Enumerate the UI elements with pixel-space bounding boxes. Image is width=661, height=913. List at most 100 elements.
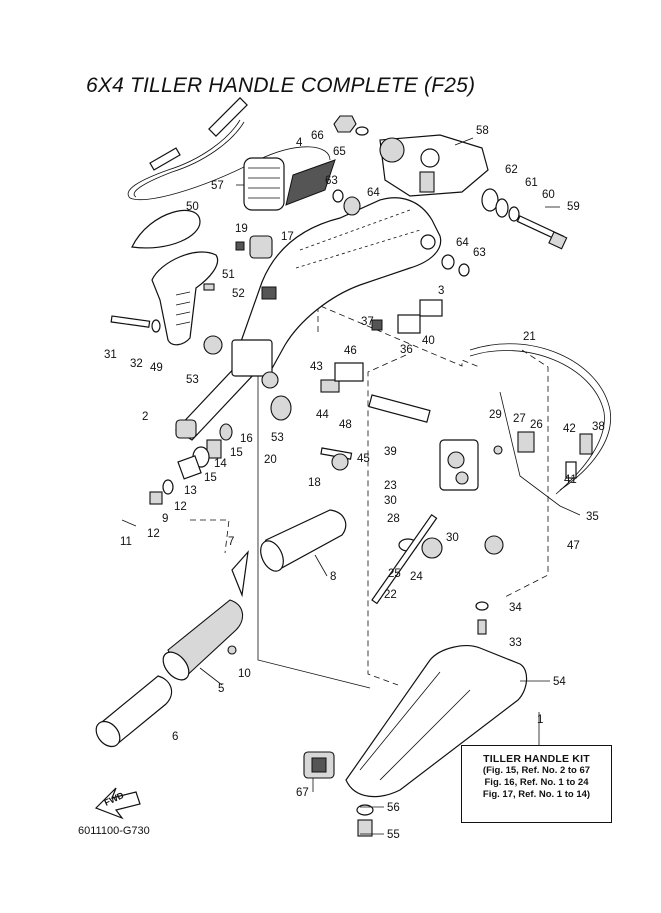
stay-plate xyxy=(368,394,431,423)
label-plate xyxy=(285,159,336,206)
handle-leader xyxy=(257,355,371,689)
washer xyxy=(458,263,470,277)
rubber-boot xyxy=(243,157,285,211)
callout: 61 xyxy=(525,177,538,189)
lower-case xyxy=(345,645,528,798)
callout: 9 xyxy=(162,513,168,525)
callout: 35 xyxy=(586,511,599,523)
callout: 27 xyxy=(513,413,526,425)
screw xyxy=(227,645,237,655)
callout: 53 xyxy=(186,374,199,386)
group-boundary-control xyxy=(367,354,407,686)
kit-line: Fig. 16, Ref. No. 1 to 24 xyxy=(484,777,589,788)
cable-guide xyxy=(231,550,249,598)
switch xyxy=(517,431,535,453)
washer xyxy=(441,254,455,270)
diagram-code: 6011100-G730 xyxy=(78,825,150,837)
callout: 55 xyxy=(387,829,400,841)
bolt xyxy=(477,619,487,635)
callout: 26 xyxy=(530,419,543,431)
switch-bracket xyxy=(334,362,364,382)
handle-cover xyxy=(131,209,201,249)
handle-housing xyxy=(151,251,219,346)
callout: 64 xyxy=(367,187,380,199)
friction-clamp xyxy=(249,235,273,259)
switch-block xyxy=(320,379,340,393)
bolt xyxy=(110,315,151,328)
callout: 15 xyxy=(230,447,243,459)
callout: 12 xyxy=(174,501,187,513)
callout: 21 xyxy=(523,331,536,343)
callout: 19 xyxy=(235,223,248,235)
callout: 57 xyxy=(211,180,224,192)
callout: 58 xyxy=(476,125,489,137)
tiller-handle-kit-box: TILLER HANDLE KIT (Fig. 15, Ref. No. 2 t… xyxy=(461,745,612,823)
callout: 45 xyxy=(357,453,370,465)
wire-harness xyxy=(469,343,612,516)
knob xyxy=(331,453,349,471)
callout: 38 xyxy=(592,421,605,433)
connector xyxy=(579,433,593,455)
callout: 25 xyxy=(388,568,401,580)
callout: 65 xyxy=(333,146,346,158)
plate xyxy=(261,286,277,300)
pivot-bolt-set xyxy=(481,188,568,250)
callout: 6 xyxy=(172,731,178,743)
callout: 47 xyxy=(567,540,580,552)
pin xyxy=(121,519,137,527)
callout: 3 xyxy=(438,285,444,297)
callout: 56 xyxy=(387,802,400,814)
callout: 49 xyxy=(150,362,163,374)
callout: 31 xyxy=(104,349,117,361)
callout: 10 xyxy=(238,668,251,680)
grip-sleeve xyxy=(260,509,347,572)
callout: 7 xyxy=(228,536,234,548)
callout: 52 xyxy=(232,288,245,300)
diagram-title: 6X4 TILLER HANDLE COMPLETE (F25) xyxy=(86,74,476,97)
callout: 63 xyxy=(473,247,486,259)
callout: 13 xyxy=(184,485,197,497)
callout: 67 xyxy=(296,787,309,799)
callout-labels: 1 2 3 4 5 6 7 8 9 10 11 12 12 13 14 15 1… xyxy=(104,125,605,841)
callout: 18 xyxy=(308,477,321,489)
nut xyxy=(149,491,163,505)
callout: 20 xyxy=(264,454,277,466)
leader-lines xyxy=(199,137,560,835)
callout: 64 xyxy=(456,237,469,249)
callout: 43 xyxy=(310,361,323,373)
washer xyxy=(332,189,344,203)
sleeve xyxy=(177,455,202,480)
kit-title: TILLER HANDLE KIT xyxy=(483,753,590,765)
washer xyxy=(475,601,489,611)
screw xyxy=(203,283,215,291)
callout: 48 xyxy=(339,419,352,431)
steering-bracket xyxy=(379,134,489,197)
knob xyxy=(421,537,443,559)
collar xyxy=(270,395,292,421)
callout: 36 xyxy=(400,344,413,356)
callout: 40 xyxy=(422,335,435,347)
friction-piece xyxy=(175,419,197,439)
callout: 54 xyxy=(553,676,566,688)
callout: 4 xyxy=(296,137,303,149)
clip xyxy=(371,319,383,331)
callout: 66 xyxy=(311,130,324,142)
callout: 51 xyxy=(222,269,235,281)
grommet xyxy=(303,751,335,779)
kit-line: (Fig. 15, Ref. No. 2 to 67 xyxy=(482,765,591,776)
callout: 63 xyxy=(325,175,338,187)
callout: 11 xyxy=(120,536,132,548)
washer xyxy=(356,804,374,816)
throttle-grip xyxy=(162,599,244,681)
callout: 8 xyxy=(330,571,336,583)
callout: 46 xyxy=(344,345,357,357)
washer xyxy=(355,126,369,136)
callout: 41 xyxy=(564,474,577,486)
callout: 37 xyxy=(361,316,374,328)
washer xyxy=(162,479,174,495)
kit-line: Fig. 17, Ref. No. 1 to 14) xyxy=(482,789,591,800)
callout: 16 xyxy=(240,433,253,445)
callout: 50 xyxy=(186,201,199,213)
callout: 30 xyxy=(384,495,397,507)
